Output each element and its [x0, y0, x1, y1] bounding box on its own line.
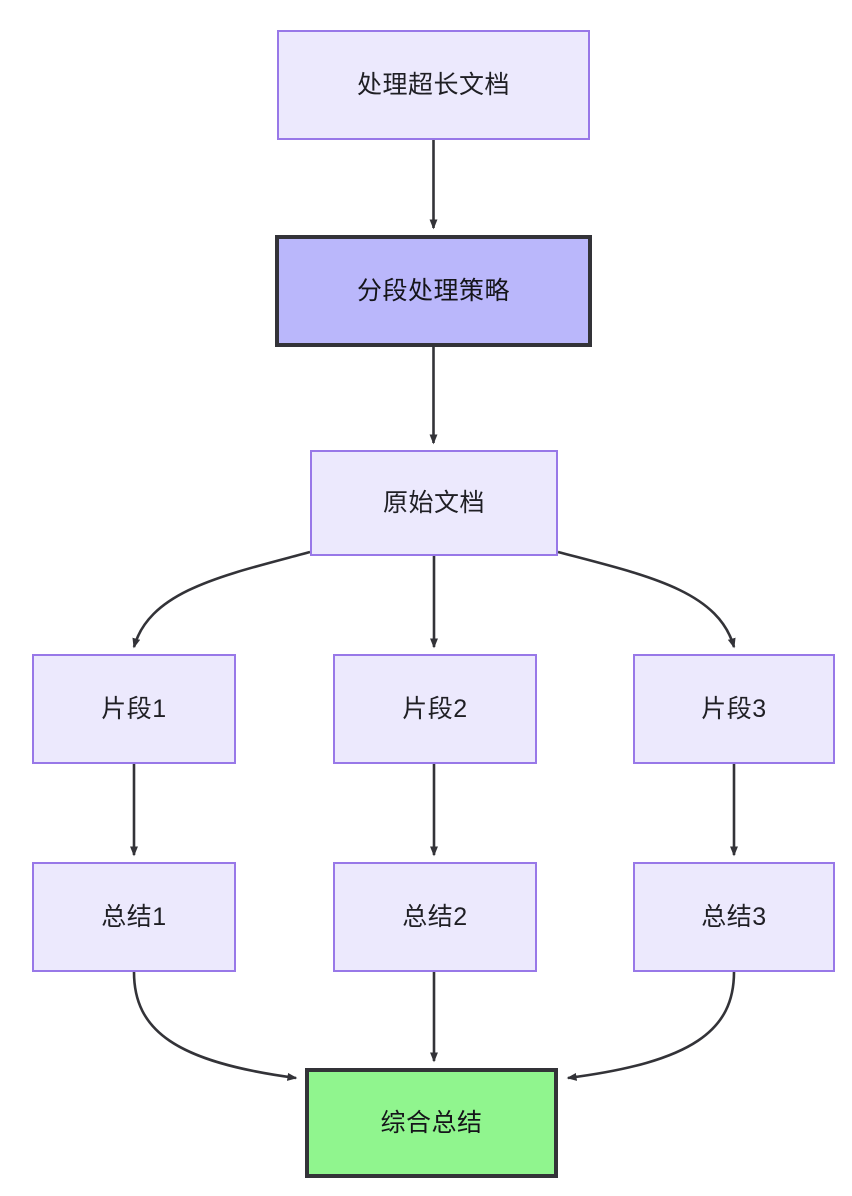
node-combined-summary[interactable]: 综合总结	[305, 1068, 558, 1178]
node-chunking-strategy[interactable]: 分段处理策略	[275, 235, 592, 347]
node-chunk-3[interactable]: 片段3	[633, 654, 835, 764]
node-label: 片段3	[701, 695, 767, 723]
node-label: 综合总结	[380, 1109, 483, 1137]
node-label: 总结1	[101, 903, 167, 931]
edge-source-to-chunk1	[132, 550, 311, 649]
node-label: 总结2	[402, 903, 468, 931]
node-summary-2[interactable]: 总结2	[333, 862, 537, 972]
node-label: 片段2	[402, 695, 468, 723]
node-label: 片段1	[101, 695, 167, 723]
node-label: 总结3	[701, 903, 767, 931]
node-summary-3[interactable]: 总结3	[633, 862, 835, 972]
node-source-document[interactable]: 原始文档	[310, 450, 558, 556]
node-label: 处理超长文档	[356, 71, 510, 99]
edge-source-to-chunk3	[557, 550, 736, 649]
edge-sum1-to-final	[132, 971, 298, 1081]
node-chunk-1[interactable]: 片段1	[32, 654, 236, 764]
node-summary-1[interactable]: 总结1	[32, 862, 236, 972]
node-label: 原始文档	[382, 489, 485, 517]
node-label: 分段处理策略	[356, 277, 510, 305]
edge-sum3-to-final	[566, 971, 736, 1081]
node-process-long-document[interactable]: 处理超长文档	[277, 30, 590, 140]
node-chunk-2[interactable]: 片段2	[333, 654, 537, 764]
